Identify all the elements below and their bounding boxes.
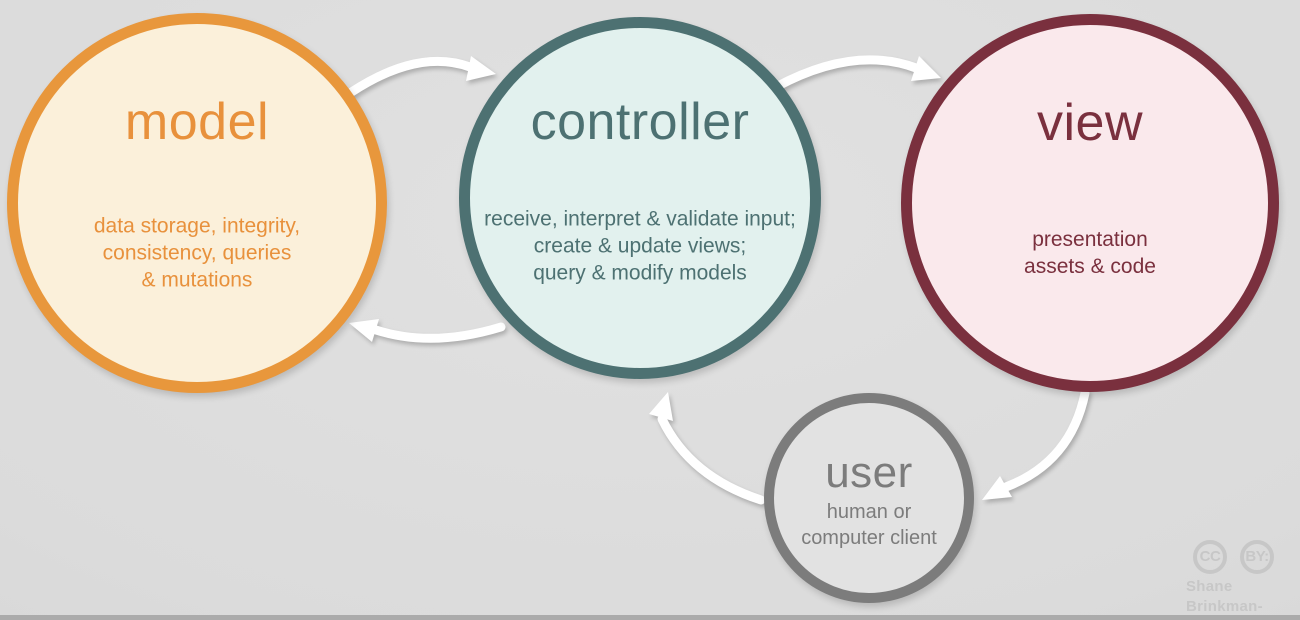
view-title: view bbox=[1036, 93, 1144, 152]
user-description: human or computer client bbox=[774, 499, 964, 551]
view-desc-line: presentation bbox=[1032, 227, 1148, 251]
arrowhead-model-to-controller bbox=[466, 56, 496, 81]
controller-desc-line: query & modify models bbox=[533, 261, 747, 285]
bottom-edge-strip bbox=[0, 615, 1300, 620]
controller-desc-line: create & update views; bbox=[533, 234, 747, 258]
arrow-view-to-user bbox=[1001, 388, 1090, 492]
controller-desc-line: receive, interpret & validate input; bbox=[484, 207, 796, 231]
model-description: data storage, integrity, consistency, qu… bbox=[18, 213, 376, 294]
arrow-controller-to-model bbox=[371, 322, 506, 343]
arrowhead-user-to-controller bbox=[649, 392, 673, 421]
cc-badges: CC BY: bbox=[1186, 540, 1296, 574]
controller-title: controller bbox=[530, 92, 750, 151]
cc-license-icon: CC bbox=[1193, 540, 1227, 574]
arrowhead-controller-to-model bbox=[349, 319, 379, 342]
cc-by-icon: BY: bbox=[1240, 540, 1274, 574]
arrowhead-controller-to-view bbox=[911, 56, 941, 81]
author-name-line1: Shane bbox=[1186, 578, 1233, 595]
user-node: user human or computer client bbox=[764, 393, 974, 603]
user-desc-line: human or bbox=[826, 500, 912, 523]
view-node: view presentation assets & code bbox=[901, 14, 1279, 392]
controller-description: receive, interpret & validate input; cre… bbox=[470, 205, 810, 286]
user-title: user bbox=[825, 448, 913, 498]
model-desc-line: consistency, queries bbox=[102, 241, 292, 265]
arrow-controller-to-view bbox=[771, 55, 921, 92]
model-title: model bbox=[124, 93, 270, 152]
view-desc-line: assets & code bbox=[1024, 254, 1156, 278]
arrow-user-to-controller bbox=[657, 414, 766, 505]
view-description: presentation assets & code bbox=[912, 226, 1268, 280]
arrow-model-to-controller bbox=[345, 56, 475, 98]
user-desc-line: computer client bbox=[801, 526, 937, 549]
controller-node: controller receive, interpret & validate… bbox=[459, 17, 821, 379]
model-desc-line: & mutations bbox=[141, 268, 253, 292]
license-attribution: CC BY: Shane Brinkman-Davis bbox=[1186, 540, 1296, 620]
arrowhead-view-to-user bbox=[982, 476, 1012, 500]
model-desc-line: data storage, integrity, bbox=[93, 214, 301, 238]
model-node: model data storage, integrity, consisten… bbox=[7, 13, 387, 393]
